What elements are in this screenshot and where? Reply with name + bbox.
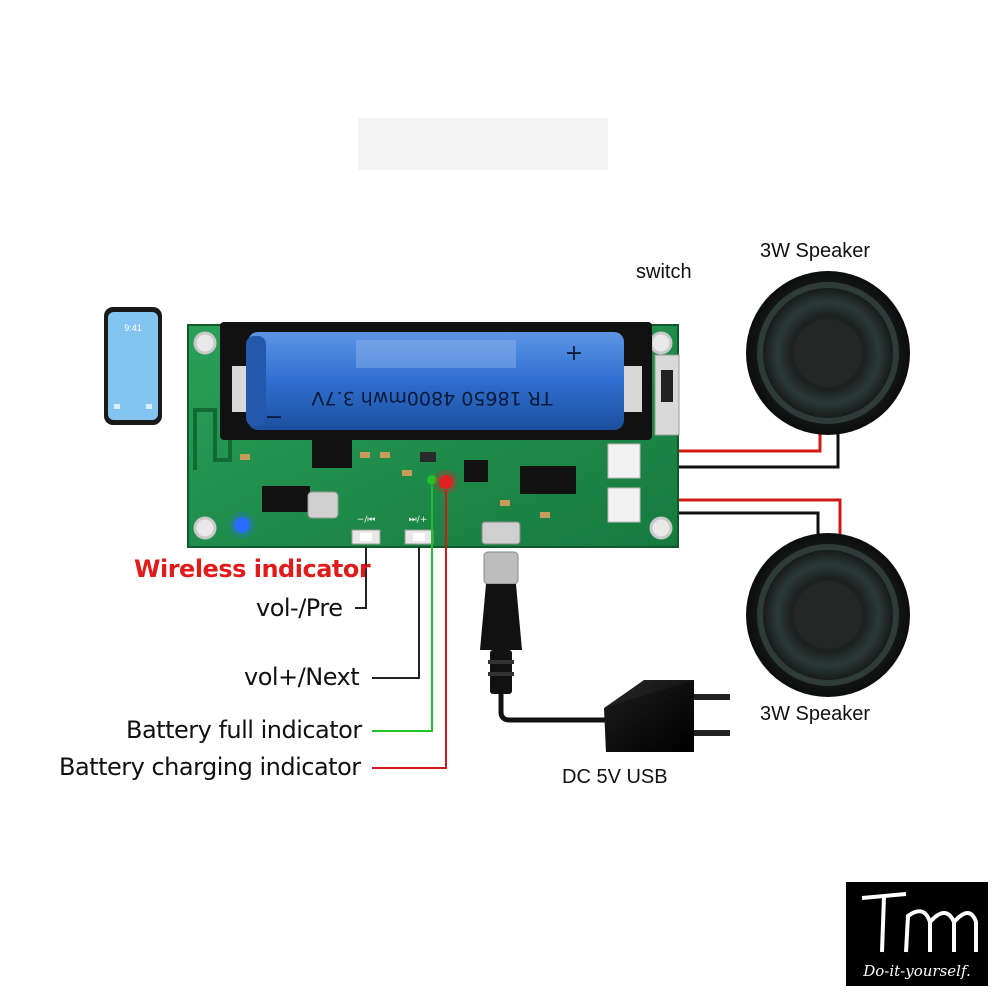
board-components <box>240 440 576 519</box>
micro-usb-port <box>481 521 521 545</box>
brand-logo: Do-it-yourself. <box>846 882 988 986</box>
vol-plus-label: vol+/Next <box>244 663 360 691</box>
battery-18650 <box>246 332 624 430</box>
battery-charging-label: Battery charging indicator <box>59 753 361 781</box>
vol-minus-label: vol-/Pre <box>256 594 343 622</box>
wireless-indicator-led <box>234 517 250 533</box>
logo-tagline: Do-it-yourself. <box>863 962 971 980</box>
vol-plus-silkscreen: ⏭/+ <box>409 515 428 525</box>
speaker-top <box>746 271 910 435</box>
power-label: DC 5V USB <box>562 766 668 788</box>
speaker-bottom <box>746 533 910 697</box>
tm-monogram <box>861 892 978 953</box>
battery-minus-mark: − <box>265 405 283 430</box>
vol-minus-silkscreen: −/⏮ <box>357 515 376 525</box>
vol-minus-button[interactable] <box>351 529 381 545</box>
speaker-terminals <box>607 443 641 523</box>
speaker-bottom-label: 3W Speaker <box>760 703 871 725</box>
phone-time: 9:41 <box>124 323 142 333</box>
battery-full-label: Battery full indicator <box>126 716 362 744</box>
power-switch[interactable] <box>654 354 680 436</box>
battery-full-led <box>427 475 437 485</box>
wireless-indicator-label: Wireless indicator <box>134 555 371 583</box>
battery-model-text: TR 18650 4800mwh 3.7V <box>311 387 553 409</box>
speaker-wires <box>640 430 842 540</box>
usb-cable <box>480 551 620 723</box>
switch-label: switch <box>636 261 692 283</box>
watermark-box <box>358 118 608 170</box>
speaker-top-label: 3W Speaker <box>760 240 871 262</box>
callout-lines <box>355 486 447 769</box>
usb-power-adapter <box>604 680 730 752</box>
vol-plus-button[interactable] <box>404 529 434 545</box>
battery-charging-led <box>439 475 453 489</box>
battery-plus-mark: + <box>565 341 583 366</box>
smartphone-icon: 9:41 <box>104 307 162 425</box>
